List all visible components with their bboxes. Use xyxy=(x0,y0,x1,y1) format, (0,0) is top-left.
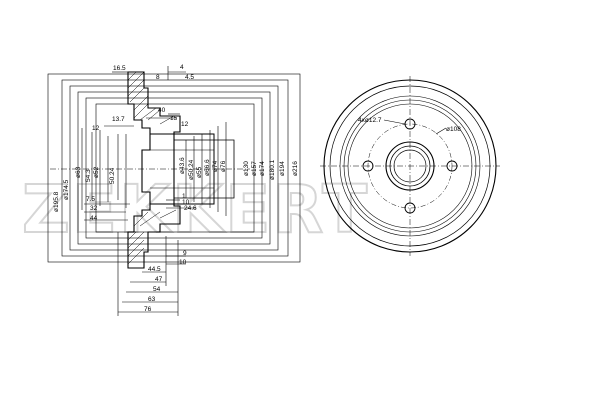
dim-194: ø194 xyxy=(279,161,286,176)
dim-9: 9 xyxy=(183,250,187,257)
dim-15: 15 xyxy=(170,115,178,122)
zekkert-watermark: ZEKKERT xyxy=(22,171,369,248)
dim-174-5: ø174.5 xyxy=(63,179,70,200)
dim-74: ø74 xyxy=(212,160,219,172)
dim-55: ø55 xyxy=(196,166,203,178)
dim-7-5: 7.5 xyxy=(86,196,95,203)
dim-174: ø174 xyxy=(259,161,266,176)
dim-76: 76 xyxy=(144,306,152,313)
dim-4: 4 xyxy=(180,64,184,71)
side-view-labels: 16.5 4 4.5 8 40 13.7 15 12 12 ø195.8 ø17… xyxy=(53,64,299,313)
dim-40: 40 xyxy=(158,107,166,114)
dim-12: 12 xyxy=(181,121,189,128)
dim-1: 1 xyxy=(182,193,186,200)
dim-50-24-left: 50.24 xyxy=(109,167,116,184)
dim-8: 8 xyxy=(156,74,160,81)
dim-32: 32 xyxy=(90,205,98,212)
dim-10-bottom: 10 xyxy=(179,259,187,266)
dim-54-3: 54.3 xyxy=(85,169,92,182)
dim-63: 63 xyxy=(148,296,156,303)
dim-180-1: ø180.1 xyxy=(269,159,276,180)
dim-76: ø76 xyxy=(220,160,227,172)
dim-54: 54 xyxy=(153,286,161,293)
dim-66-6: ø66.6 xyxy=(204,159,211,176)
dim-4-5: 4.5 xyxy=(185,74,194,81)
pcd-label: ø108 xyxy=(446,126,461,133)
dim-63: ø63 xyxy=(75,166,82,178)
dim-10-mid: 10 xyxy=(182,199,190,206)
front-view xyxy=(320,76,500,256)
dim-195-8: ø195.8 xyxy=(53,191,60,212)
dim-43-6: ø43.6 xyxy=(179,157,186,174)
dim-47: 47 xyxy=(155,276,163,283)
front-view-labels: 4xø12.7 ø108 xyxy=(358,117,461,133)
dim-216: ø216 xyxy=(292,161,299,176)
dim-130: ø130 xyxy=(243,161,250,176)
side-view xyxy=(47,66,301,316)
dim-52: ø52 xyxy=(93,166,100,178)
dim-16-5: 16.5 xyxy=(113,65,126,72)
dim-157: ø157 xyxy=(251,161,258,176)
bolt-pattern-label: 4xø12.7 xyxy=(358,117,382,124)
dim-50-24: ø50.24 xyxy=(188,159,195,180)
dim-44-5: 44.5 xyxy=(148,266,161,273)
dim-12-left: 12 xyxy=(92,125,100,132)
dim-13-7: 13.7 xyxy=(112,116,125,123)
dim-24-6: 24.6 xyxy=(184,205,197,212)
dim-44: 44 xyxy=(90,215,98,222)
